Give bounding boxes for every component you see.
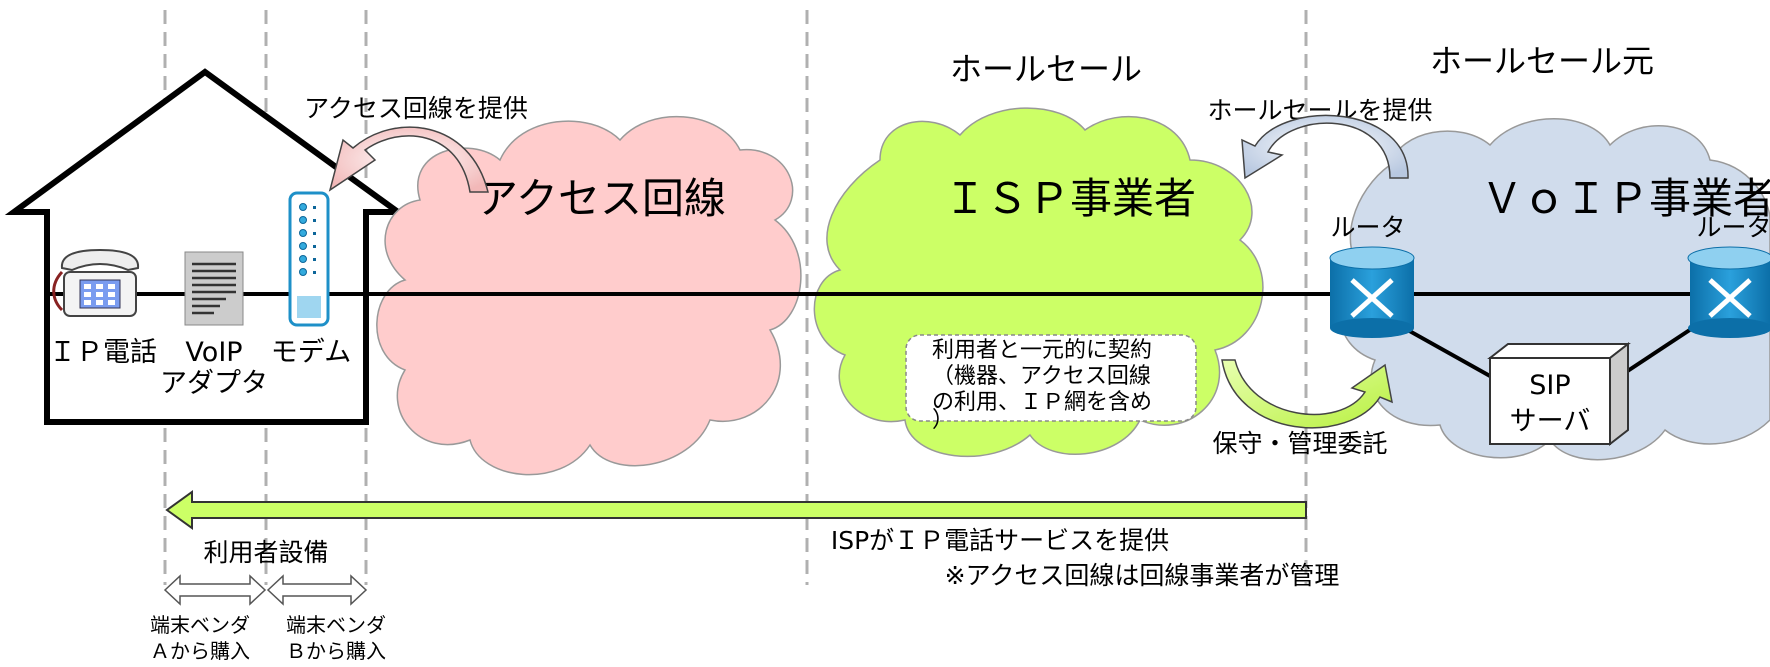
double-arrow-b — [266, 574, 368, 606]
router-left-label: ルータ — [1330, 213, 1405, 242]
sip-server-label-2: サーバ — [1510, 406, 1591, 437]
wholesale-origin-header: ホールセール元 — [1430, 42, 1654, 80]
voip-cloud-label: ＶｏＩＰ事業者 — [1481, 174, 1770, 223]
modem-icon — [288, 191, 330, 327]
vendor-b-line-1: 端末ベンダ — [286, 613, 386, 637]
callout-line-2: （機器、アクセス回線 — [932, 364, 1151, 389]
vendor-a-line-1: 端末ベンダ — [150, 613, 250, 637]
voip-adapter-label-1: VoIP — [185, 337, 242, 368]
callout-line-4: ） — [932, 408, 954, 433]
isp-cloud-label: ＩＳＰ事業者 — [944, 174, 1196, 223]
provide-access-arrow — [328, 126, 489, 193]
isp-service-label: ISPがＩＰ電話サービスを提供 — [831, 526, 1169, 555]
provide-access-label: アクセス回線を提供 — [304, 94, 528, 123]
router-icon-right — [1687, 246, 1770, 338]
maintenance-arrow — [1221, 359, 1393, 429]
callout-line-1: 利用者と一元的に契約 — [932, 338, 1152, 363]
access-cloud-label: アクセス回線 — [476, 174, 726, 223]
maintenance-label: 保守・管理委託 — [1212, 429, 1387, 458]
provide-wholesale-arrow — [1241, 114, 1409, 180]
modem-label: モデム — [271, 337, 351, 368]
voip-cloud — [1339, 118, 1770, 461]
voip-adapter-icon — [184, 251, 244, 326]
vendor-b-line-2: Ｂから購入 — [286, 639, 386, 663]
router-right-label: ルータ — [1696, 213, 1770, 242]
callout-line-3: の利用、ＩＰ網を含め — [932, 390, 1152, 415]
contract-callout — [905, 334, 1197, 422]
voip-adapter-label-2: アダプタ — [160, 368, 268, 399]
access-note-label: ※アクセス回線は回線事業者が管理 — [945, 561, 1340, 590]
house-outline — [4, 68, 408, 425]
double-arrow-a — [163, 574, 267, 606]
router-icon-left — [1329, 246, 1415, 338]
sip-server-box — [1487, 341, 1631, 447]
ip-phone-label: ＩＰ電話 — [49, 337, 157, 368]
user-equipment-label: 利用者設備 — [203, 538, 328, 567]
isp-service-arrow — [165, 490, 1307, 530]
sip-server-label-1: SIP — [1529, 370, 1570, 401]
vendor-a-line-2: Ａから購入 — [150, 639, 250, 663]
telephone-icon — [52, 248, 140, 317]
wholesale-header: ホールセール — [950, 50, 1142, 88]
